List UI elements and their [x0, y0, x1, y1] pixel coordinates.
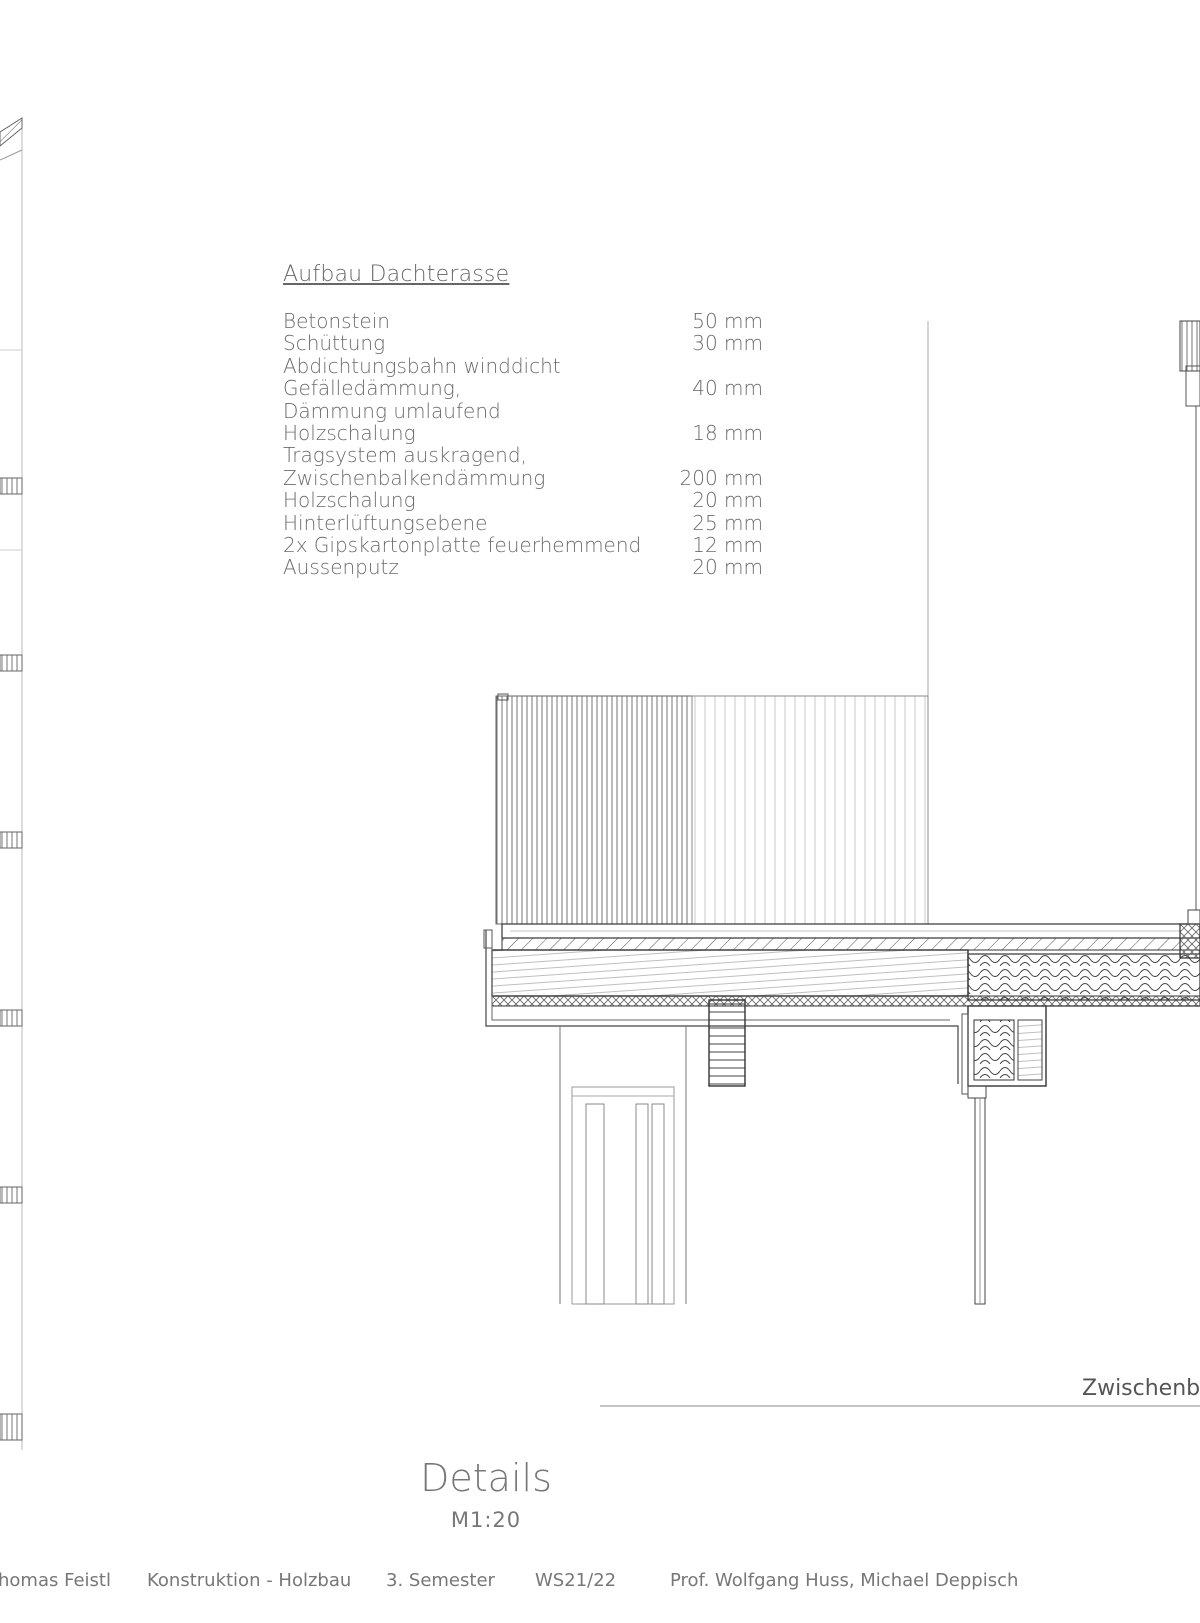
wall-below [559, 1026, 687, 1305]
layer-name: Aussenputz [283, 555, 399, 580]
eaves-detail [708, 999, 1200, 1305]
layer-thickness [679, 355, 763, 377]
layer-name: Schüttung [283, 331, 386, 356]
layer-thickness [679, 444, 763, 466]
layer-row: Holzschalung 20 mm [283, 488, 763, 513]
layer-row: Dämmung umlaufend [283, 398, 763, 423]
layer-row: Tragsystem auskragend, [283, 443, 763, 468]
layer-name: Holzschalung [283, 420, 416, 445]
layer-thickness: 30 mm [692, 331, 763, 356]
legend-title: Aufbau Dachterasse [283, 262, 510, 287]
layer-thickness: 20 mm [692, 488, 763, 513]
roof-buildup [483, 923, 1200, 1084]
footer-supervisors: Prof. Wolfgang Huss, Michael Deppisch [670, 1570, 1019, 1591]
layer-row: 2x Gipskartonplatte feuerhemmend 12 mm [283, 532, 763, 557]
layer-row: Zwischenbalkendämmung 200 mm [283, 465, 764, 490]
right-wall-element [1179, 320, 1200, 925]
side-label: Zwischenba [1082, 1376, 1200, 1401]
layer-name: Betonstein [283, 309, 390, 333]
layer-name: Holzschalung [283, 488, 416, 513]
layer-thickness: 25 mm [692, 510, 763, 535]
layer-thickness: 40 mm [692, 376, 763, 401]
layer-row: Schüttung 30 mm [283, 331, 763, 356]
layer-name: Abdichtungsbahn winddicht [283, 353, 561, 378]
railing-cladding [495, 693, 929, 925]
footer-semester: 3. Semester [386, 1570, 495, 1591]
drawing-title: Details [420, 1456, 552, 1500]
footer-course: Konstruktion - Holzbau [147, 1570, 352, 1591]
layer-row: Abdichtungsbahn winddicht [283, 353, 763, 378]
layer-name: 2x Gipskartonplatte feuerhemmend [283, 532, 642, 557]
left-neighbour-section [0, 117, 23, 1450]
layer-name: Tragsystem auskragend, [283, 443, 527, 468]
layer-row: Holzschalung 18 mm [283, 420, 763, 445]
footer-term: WS21/22 [535, 1570, 617, 1591]
layer-thickness [679, 400, 763, 422]
drawing-scale: M1:20 [450, 1508, 522, 1532]
layer-name: Hinterlüftungsebene [283, 510, 488, 535]
layer-thickness: 18 mm [692, 420, 763, 445]
layer-thickness: 20 mm [692, 555, 763, 580]
layer-name: Gefälledämmung, [283, 376, 462, 401]
layer-thickness: 12 mm [692, 532, 763, 557]
layer-name: Dämmung umlaufend [283, 398, 501, 423]
layer-list: Betonstein 50 mm Schüttung 30 mm Abdichtungs… [283, 310, 763, 579]
layer-name: Zwischenbalkendämmung [283, 465, 546, 490]
layer-row: Aussenputz 20 mm [283, 555, 763, 580]
footer-author: homas Feistl [0, 1570, 111, 1591]
layer-row: Gefälledämmung, 40 mm [283, 376, 763, 401]
layer-row: Hinterlüftungsebene 25 mm [283, 510, 763, 535]
layer-thickness: 200 mm [679, 465, 764, 490]
layer-thickness: 50 mm [692, 309, 763, 333]
layer-row: Betonstein 50 mm [283, 309, 763, 333]
